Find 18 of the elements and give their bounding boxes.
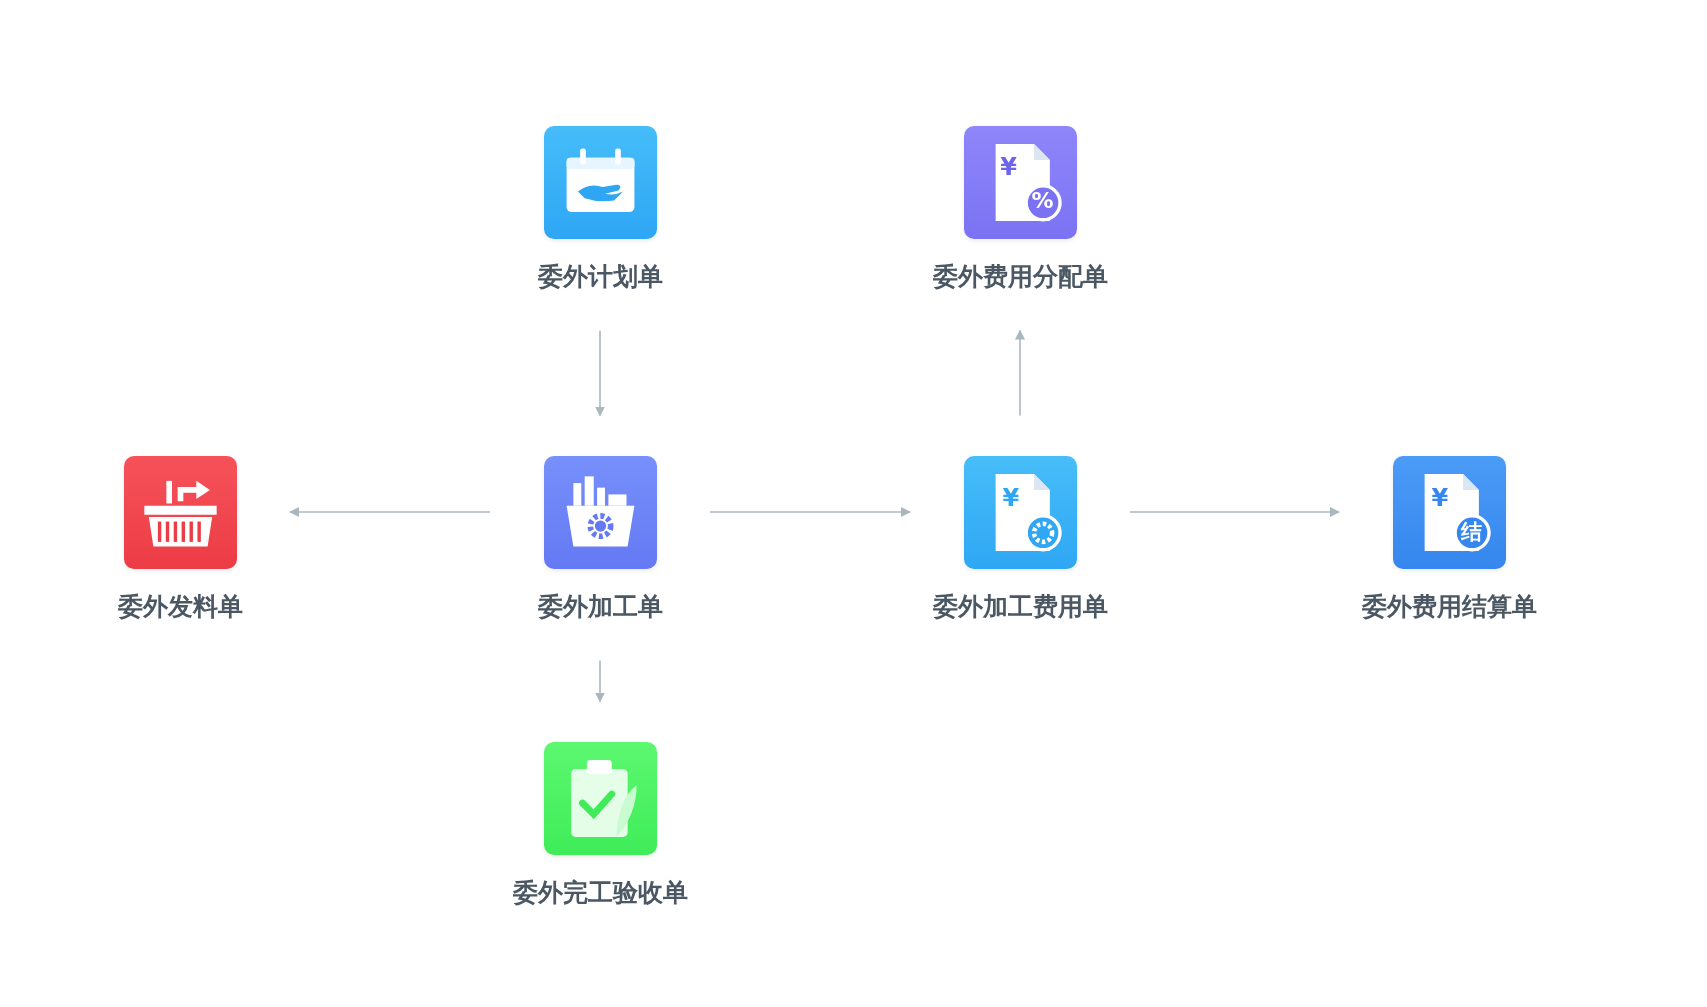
node-label: 委外加工费用单 <box>932 592 1108 621</box>
node-label: 委外加工单 <box>537 592 663 621</box>
node-label: 委外发料单 <box>117 592 243 621</box>
icon-glyph: ¥ <box>1002 486 1020 511</box>
icon-glyph: 结 <box>1461 521 1483 543</box>
icon-glyph: ¥ <box>1431 486 1449 511</box>
node-label: 委外费用结算单 <box>1361 592 1537 621</box>
arrow <box>709 507 911 517</box>
node-label: 委外费用分配单 <box>932 262 1108 291</box>
arrow <box>1129 507 1340 517</box>
arrow <box>595 329 605 417</box>
node-label: 委外计划单 <box>537 262 663 291</box>
arrow <box>1015 329 1025 417</box>
node-label: 委外完工验收单 <box>512 878 688 907</box>
icon-glyph: % <box>1031 190 1054 213</box>
arrow <box>289 507 491 517</box>
icon-glyph: ¥ <box>1000 155 1018 180</box>
arrow <box>595 659 605 703</box>
